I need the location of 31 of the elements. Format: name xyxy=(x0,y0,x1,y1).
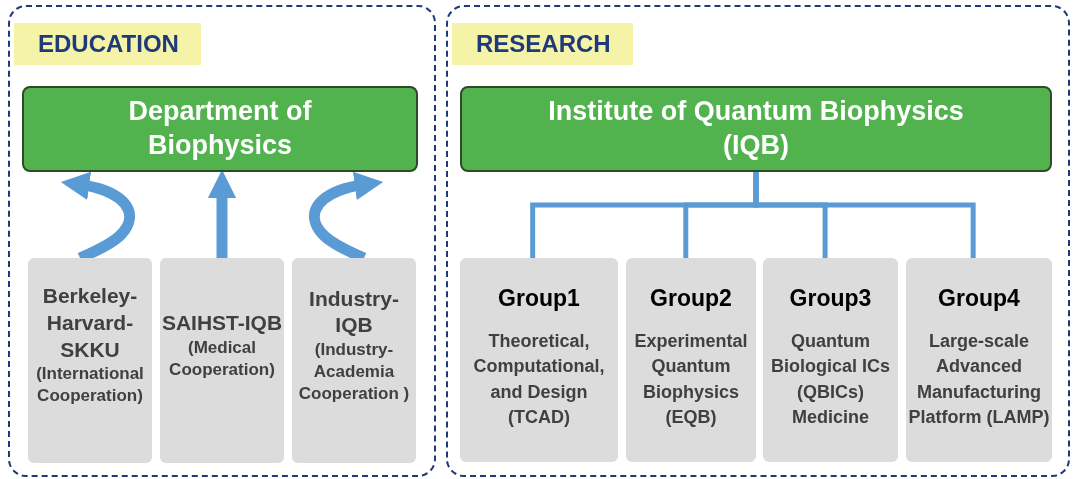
group-box xyxy=(906,258,1052,462)
box-description: (Industry-Academia Cooperation ) xyxy=(297,339,411,406)
box-title: Industry-IQB xyxy=(308,285,400,339)
section-panel xyxy=(446,5,1070,477)
box-title: Group2 xyxy=(650,284,732,313)
box-description: (Medical Cooperation) xyxy=(168,336,276,381)
curved-arrow xyxy=(207,169,237,258)
section-panel xyxy=(8,5,436,477)
header-box xyxy=(22,86,418,172)
box-title: Group1 xyxy=(498,284,580,313)
header-text: Institute of Quantum Biophysics (IQB) xyxy=(547,95,965,162)
box-description: (International Cooperation) xyxy=(35,363,145,408)
connector-line xyxy=(753,172,976,258)
program-box xyxy=(28,258,152,463)
box-title: Group4 xyxy=(938,284,1020,313)
program-box xyxy=(292,258,416,463)
box-title: SAIHST-IQB xyxy=(161,310,283,337)
group-box xyxy=(460,258,618,462)
box-description: Experimental Quantum Biophysics (EQB) xyxy=(633,330,749,429)
box-description: Theoretical, Computational, and Design (TCAD) xyxy=(472,330,606,429)
group-box xyxy=(763,258,898,462)
box-description: Large-scale Advanced Manufacturing Platform (LAMP) xyxy=(907,330,1051,429)
header-text: Department of Biophysics xyxy=(127,95,313,162)
program-box xyxy=(160,258,284,463)
box-title: Berkeley-Harvard-SKKU xyxy=(41,283,139,363)
header-box xyxy=(460,86,1052,172)
section-heading: RESEARCH xyxy=(452,23,633,65)
group-box xyxy=(626,258,756,462)
box-title: Group3 xyxy=(789,284,872,313)
box-description: Quantum Biological ICs (QBICs) Medicine xyxy=(770,330,891,429)
section-heading: EDUCATION xyxy=(14,23,201,65)
